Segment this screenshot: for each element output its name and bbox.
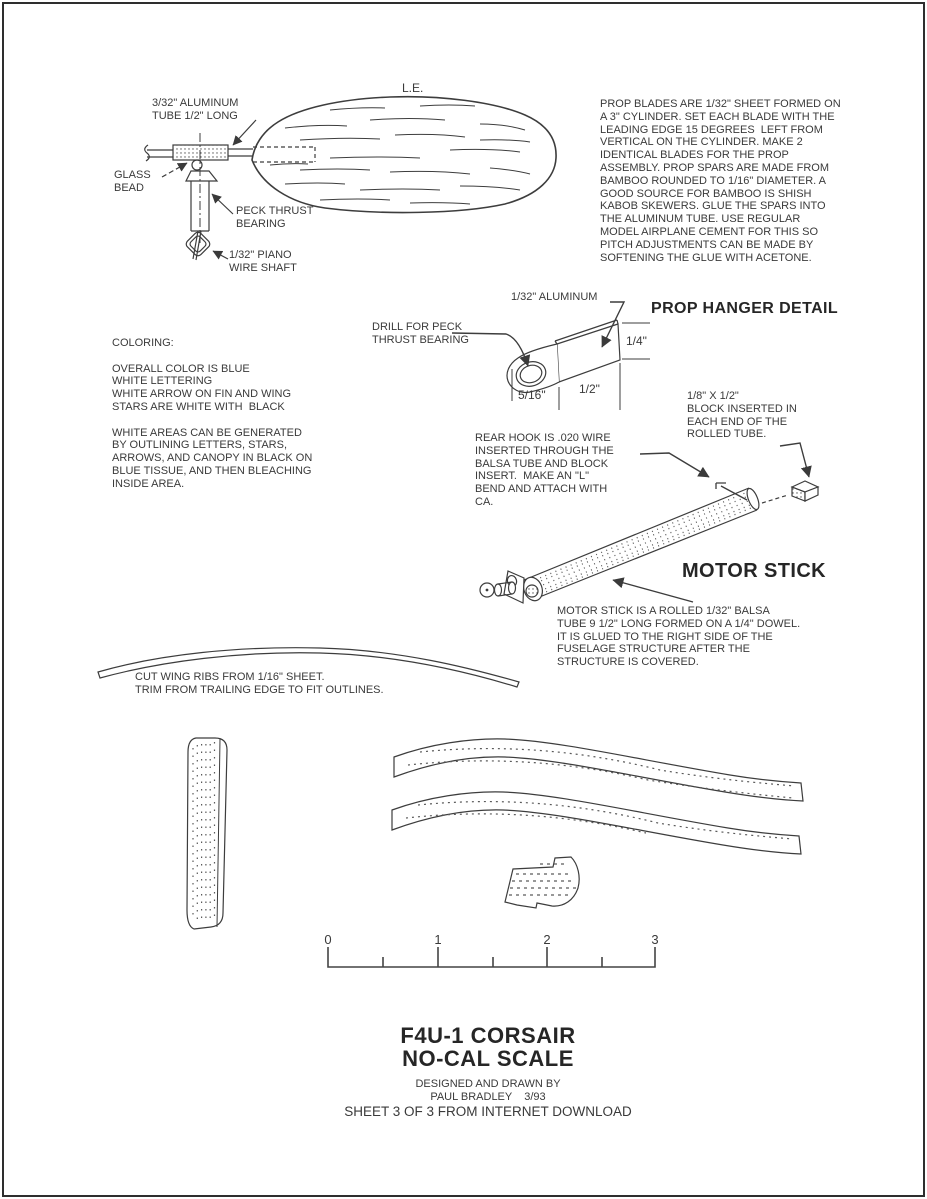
drill-label: DRILL FOR PECK THRUST BEARING (372, 321, 469, 346)
aluminum-thickness-label: 1/32" ALUMINUM (511, 291, 598, 303)
dim-half-inch: 1/2" (579, 382, 600, 396)
designed-by-line: DESIGNED AND DRAWN BY (415, 1078, 561, 1090)
prop-hanger-drawing (451, 301, 650, 410)
dim-five-sixteenths-inch: 5/16" (518, 388, 546, 402)
plan-title-line1: F4U-1 CORSAIR (400, 1023, 576, 1048)
title-block: F4U-1 CORSAIR NO-CAL SCALE DESIGNED AND … (288, 1024, 688, 1119)
prop-hanger-detail-heading: PROP HANGER DETAIL (651, 300, 839, 317)
rear-hook-note: REAR HOOK IS .020 WIRE INSERTED THROUGH … (475, 432, 614, 508)
leading-edge-label: L.E. (402, 81, 424, 95)
aluminum-tube-label: 3/32" ALUMINUM TUBE 1/2" LONG (152, 97, 239, 122)
piano-wire-shaft-label: 1/32" PIANO WIRE SHAFT (229, 249, 297, 274)
author-date-line: PAUL BRADLEY 3/93 (430, 1090, 546, 1103)
wing-rib-drawing (97, 647, 520, 688)
motor-stick-heading: MOTOR STICK (682, 560, 827, 582)
coloring-notes: COLORING: OVERALL COLOR IS BLUE WHITE LE… (112, 337, 313, 490)
prop-assembly-drawing (144, 95, 557, 261)
motor-stick-drawing (479, 442, 820, 604)
ruler-label-0: 0 (324, 932, 332, 947)
motor-stick-note: MOTOR STICK IS A ROLLED 1/32" BALSA TUBE… (557, 605, 801, 669)
ruler-label-2: 2 (543, 932, 551, 947)
plan-title-line2: NO-CAL SCALE (402, 1046, 574, 1071)
glass-bead-label: GLASS BEAD (114, 169, 151, 194)
dim-quarter-inch: 1/4" (626, 334, 647, 348)
ruler-label-1: 1 (434, 932, 442, 947)
cut-parts-drawing (186, 737, 804, 930)
scale-ruler-drawing (327, 947, 656, 968)
prop-blade-notes: PROP BLADES ARE 1/32" SHEET FORMED ON A … (600, 98, 841, 264)
peck-thrust-bearing-label: PECK THRUST BEARING (236, 205, 314, 230)
wing-ribs-note: CUT WING RIBS FROM 1/16" SHEET. TRIM FRO… (135, 671, 384, 696)
ruler-label-3: 3 (651, 932, 659, 947)
block-insert-note: 1/8" X 1/2" BLOCK INSERTED IN EACH END O… (687, 390, 797, 441)
sheet-info-line: SHEET 3 OF 3 FROM INTERNET DOWNLOAD (344, 1104, 632, 1119)
